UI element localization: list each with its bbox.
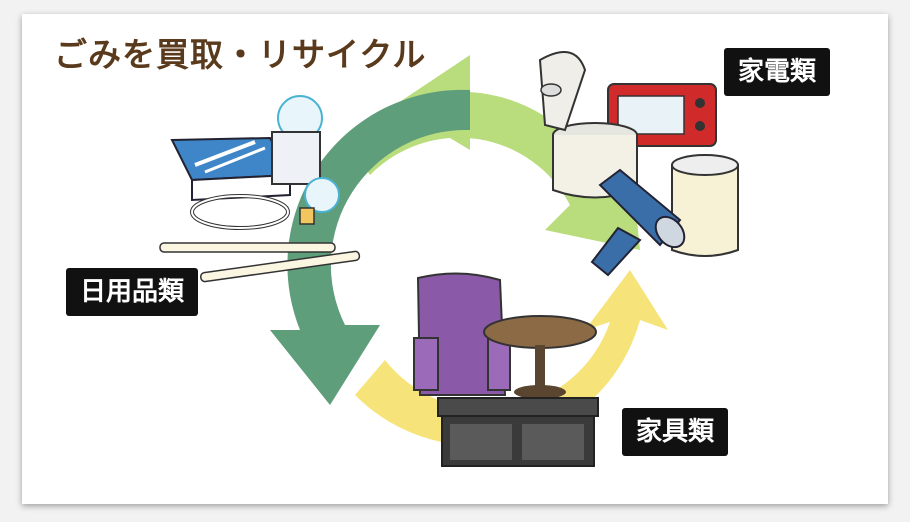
appliances-group xyxy=(540,52,738,275)
daily-goods-label: 日用品類 xyxy=(66,268,198,316)
tv-stand-icon xyxy=(438,398,598,466)
furniture-label: 家具類 xyxy=(622,408,728,456)
appliances-label: 家電類 xyxy=(724,48,830,96)
furniture-group xyxy=(414,273,598,466)
page-title: ごみを買取・リサイクル xyxy=(54,28,426,76)
